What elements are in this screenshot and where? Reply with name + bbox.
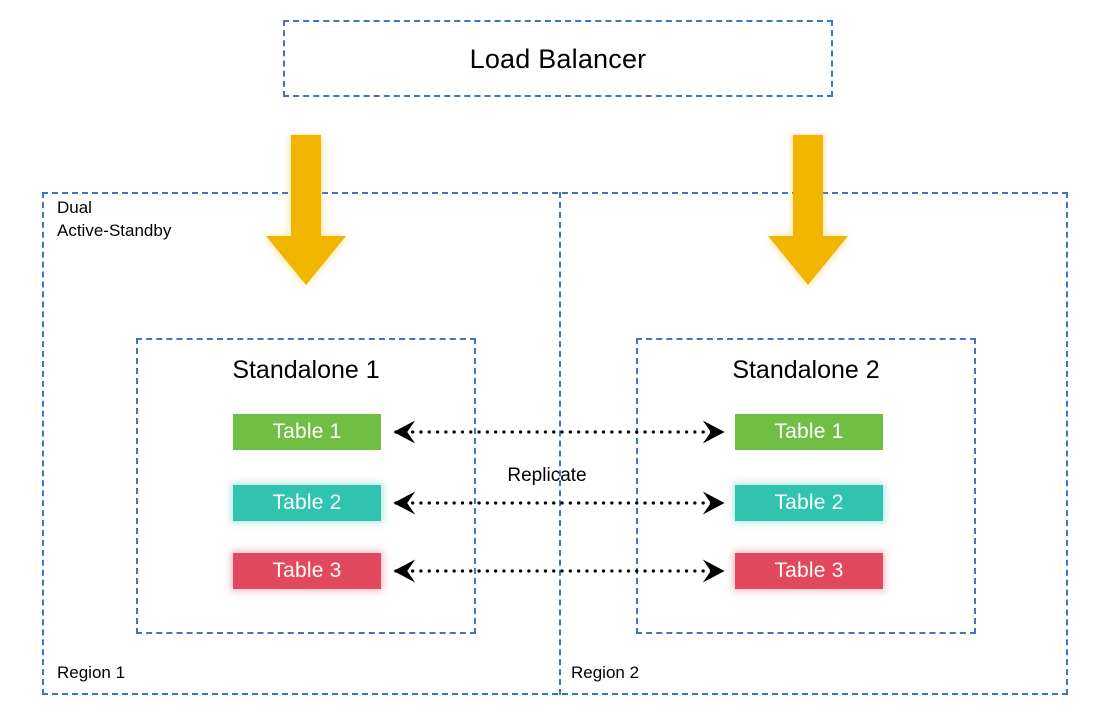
- region-1-table-1-chip[interactable]: Table 1: [233, 414, 381, 450]
- region-1-label: Region 1: [57, 663, 126, 682]
- standalone-1-title: Standalone 1: [232, 356, 380, 384]
- region-1-table-3-chip[interactable]: Table 3: [233, 553, 381, 589]
- region-2-label: Region 2: [571, 663, 640, 682]
- standalone-2-box: Standalone 2: [636, 338, 976, 634]
- region-2-table-3-chip[interactable]: Table 3: [735, 553, 883, 589]
- region-divider: [559, 192, 561, 695]
- load-balancer-label: Load Balancer: [469, 43, 647, 74]
- dual-active-standby-label: Dual Active-Standby: [57, 196, 171, 242]
- load-balancer-box: Load Balancer: [283, 20, 833, 97]
- dual-active-standby-label-text: Dual Active-Standby: [57, 198, 172, 240]
- traffic-arrow-to-standalone-2-icon: [768, 135, 848, 285]
- region-1-table-2-chip[interactable]: Table 2: [233, 485, 381, 521]
- traffic-arrow-to-standalone-1-icon: [266, 135, 346, 285]
- standalone-1-box: Standalone 1: [136, 338, 476, 634]
- region-2-table-2-chip[interactable]: Table 2: [735, 485, 883, 521]
- replicate-label: Replicate: [507, 465, 587, 486]
- region-2-table-1-chip[interactable]: Table 1: [735, 414, 883, 450]
- standalone-2-title: Standalone 2: [732, 356, 880, 384]
- dual-active-standby-region-box: [42, 192, 1068, 695]
